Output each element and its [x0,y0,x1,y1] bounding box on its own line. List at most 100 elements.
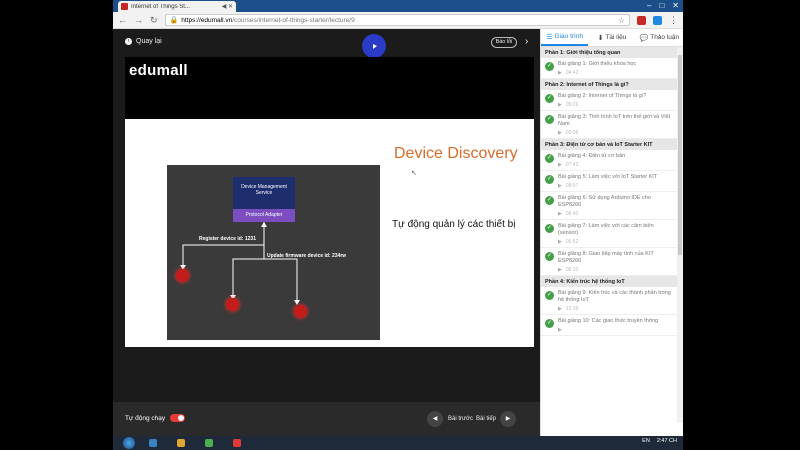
lecture-duration-row: ▶08:57 [558,183,673,189]
lecture-title: Bài giảng 2: Internet of Things là gì? [558,93,647,99]
lecture-title: Bài giảng 9: Kiến trúc và các thành phần… [558,290,671,303]
lecture-duration: 06:52 [565,239,579,245]
chevron-right-icon[interactable]: › [525,36,529,47]
completed-check-icon: ✓ [545,196,554,205]
register-label: Register device id: 1231 [199,236,256,242]
lecture-title: Bài giảng 3: Tình hình IoT trên thế giới… [558,114,671,127]
slide-subtitle: Tự động quản lý các thiết bị [392,219,516,230]
address-bar[interactable]: 🔒 https://edumall.vn/courses/internet-of… [164,14,630,26]
play-circle-icon: ▶ [558,162,562,168]
lecture-item[interactable]: ✓ Bài giảng 5: Làm việc với IoT Starter K… [541,171,677,192]
lecture-item[interactable]: ✓ Bài giảng 3: Tình hình IoT trên thế giớ… [541,111,677,139]
menu-dots-icon[interactable]: ⋮ [669,14,678,25]
lecture-duration-row: ▶12:39 [558,306,673,312]
completed-check-icon: ✓ [545,94,554,103]
tab-bar: Internet of Things St... ◀ ✕ – □ ✕ [113,0,683,12]
lecture-duration: 12:39 [565,306,579,312]
pointer-icon: ↖ [411,170,417,177]
play-circle-icon: ▶ [558,102,562,108]
lecture-list: Phần 1: Giới thiệu tổng quan ✓ Bài giảng 1… [541,47,677,422]
ie-icon[interactable] [149,439,157,447]
tab-close-icon[interactable]: ◀ ✕ [221,4,233,10]
folder-icon[interactable] [177,439,185,447]
lecture-duration-row: ▶04:42 [558,70,673,76]
extension-icon[interactable] [637,15,646,25]
lecture-duration: 08:57 [565,183,579,189]
lecture-duration-row: ▶06:40 [558,211,673,217]
edumall-logo: edumall [129,62,188,79]
tab-discussion[interactable]: 💬 Thảo luận [639,34,680,42]
prev-lecture-button[interactable]: Bài trước [448,416,473,422]
section-header: Phần 2: Internet of Things là gì? [541,79,677,90]
completed-check-icon: ✓ [545,319,554,328]
maximize-button[interactable]: □ [659,1,665,10]
back-link[interactable]: ‹ Quay lại [125,38,162,45]
lecture-player: ‹ Quay lại Báo lỗi › edumall [113,29,540,436]
protocol-adapter-box: Protocol Adapter [233,209,295,222]
chrome-icon[interactable] [205,439,213,447]
lecture-duration-row: ▶05:36 [558,130,673,136]
completed-check-icon: ✓ [545,62,554,71]
slide-title: Device Discovery [394,145,518,162]
lock-icon: 🔒 [169,17,179,24]
lecture-item[interactable]: ✓ Bài giảng 10: Các giao thức truyền thôn… [541,315,677,336]
bookmark-star-icon[interactable]: ☆ [617,15,625,25]
section-header: Phần 4: Kiến trúc hệ thống IoT [541,276,677,287]
scrollbar-thumb[interactable] [678,55,682,255]
next-lecture-button[interactable]: Bài tiếp [476,416,497,422]
completed-check-icon: ✓ [545,175,554,184]
lecture-item[interactable]: ✓Bài giảng 4: Điện tử cơ bản▶07:43 [541,150,677,171]
tab-title: Internet of Things St... [131,3,190,10]
minimize-button[interactable]: – [647,1,652,10]
lecture-duration-row: ▶ [558,327,673,333]
completed-check-icon: ✓ [545,115,554,124]
update-label: Update firmware device id: 234rw [267,253,347,259]
tab-documents[interactable]: ⬇ Tài liệu [597,34,627,42]
lecture-title: Bài giảng 10: Các giao thức truyền thông [558,318,658,324]
forward-arrow-icon[interactable]: → [134,15,143,25]
lecture-duration: 05:26 [565,102,579,108]
language-indicator[interactable]: EN [642,438,650,444]
lecture-title: Bài giảng 6: Sử dụng Arduino IDE cho ESP… [558,195,651,208]
diagram-arrows [180,222,300,305]
slide: Device Management Service Protocol Adapt… [125,119,534,347]
lecture-item[interactable]: ✓Bài giảng 9: Kiến trúc và các thành phầ… [541,287,677,315]
clock[interactable]: 2:47 CH [656,438,677,444]
reload-icon[interactable]: ↻ [150,14,158,25]
video-frame[interactable]: edumall [125,57,534,347]
play-circle-icon: ▶ [558,70,562,76]
prev-lecture-icon[interactable]: ◀ [427,411,443,427]
windows-taskbar: EN 2:47 CH [113,436,683,450]
browser-tab[interactable]: Internet of Things St... ◀ ✕ [118,1,236,12]
lecture-item[interactable]: ✓Bài giảng 7: Làm việc với các cảm biến … [541,220,677,248]
lecture-item[interactable]: ✓ Bài giảng 6: Sử dụng Arduino IDE cho ES… [541,192,677,220]
close-window-button[interactable]: ✕ [672,1,679,10]
lecture-title: Bài giảng 5: Làm việc với IoT Starter KI… [558,174,658,180]
extension-icon[interactable] [653,15,662,25]
section-header: Phần 1: Giới thiệu tổng quan [541,47,677,58]
play-circle-icon: ▶ [558,327,562,333]
report-button[interactable]: Báo lỗi [491,37,517,48]
browser-toolbar: ← → ↻ 🔒 https://edumall.vn/courses/inter… [113,12,683,29]
arrow-update-left [232,245,265,295]
lecture-duration: 04:42 [565,70,579,76]
lecture-item[interactable]: ✓ Bài giảng 2: Internet of Things là gì? ▶… [541,90,677,111]
device-node [226,298,239,311]
autoplay-toggle[interactable] [170,414,185,422]
back-arrow-icon[interactable]: ← [118,15,127,25]
lecture-title: Bài giảng 1: Giới thiệu khóa học [558,61,637,67]
lecture-item[interactable]: ✓Bài giảng 8: Giao tiếp máy tính của KIT… [541,248,677,276]
next-lecture-icon[interactable]: ▶ [500,411,516,427]
windows-start-icon[interactable] [123,437,135,449]
app-icon[interactable] [233,439,241,447]
lecture-title: Bài giảng 4: Điện tử cơ bản [558,153,626,159]
sidebar-scrollbar[interactable] [677,47,683,422]
edumall-favicon-icon [121,3,128,10]
play-circle-icon: ▶ [558,211,562,217]
play-circle-icon: ▶ [558,306,562,312]
lecture-duration-row: ▶05:26 [558,102,673,108]
lecture-duration: 06:40 [565,211,579,217]
tab-curriculum[interactable]: ☰ Giáo trình [541,29,589,46]
lecture-item[interactable]: ✓ Bài giảng 1: Giới thiệu khóa học ▶04:42 [541,58,677,79]
